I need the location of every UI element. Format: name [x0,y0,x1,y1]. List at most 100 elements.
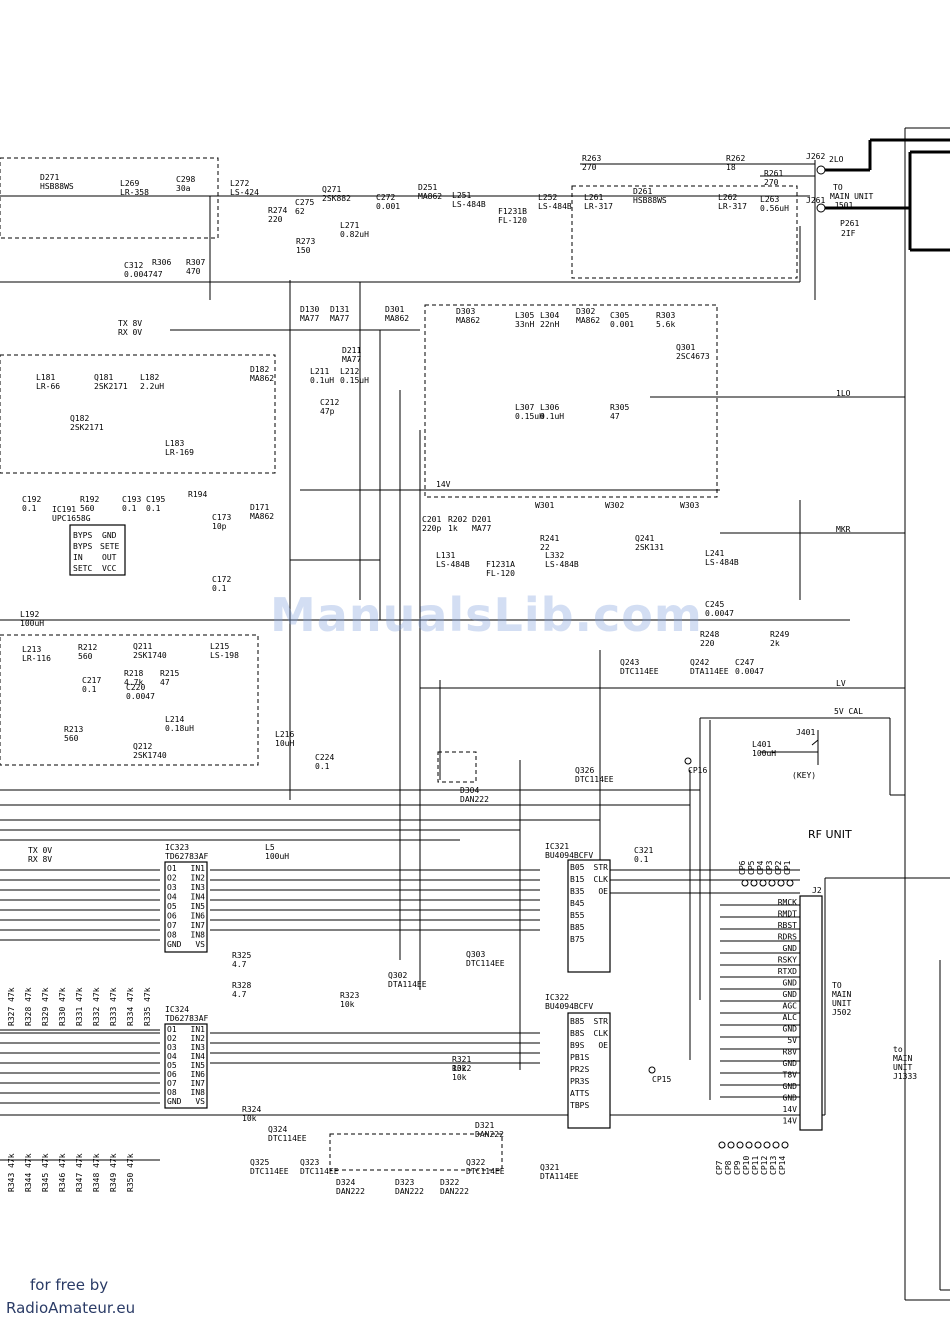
resistor-label: R349 47k [109,1153,118,1192]
component-ref: D130 [300,305,319,314]
component-ref: L262 [718,193,737,202]
svg-text:VCC: VCC [102,564,117,573]
component-value: DAN222 [336,1187,365,1196]
component-value: 47 [160,678,170,687]
component-ref: D251 [418,183,437,192]
test-point-label: CP9 [733,1160,742,1175]
component-ref: D302 [576,307,595,316]
ic321-pins-pin-in: B55 [570,911,585,920]
component-ref: L182 [140,373,159,382]
svg-text:TD62783AF: TD62783AF [165,1014,209,1023]
j2-pin-label: 14V [783,1105,798,1114]
component-ref: R262 [726,154,745,163]
component-ref: L269 [120,179,139,188]
resistor-label: R334 47k [126,987,135,1026]
component-ref: R248 [700,630,719,639]
component-ref: C201 [422,515,441,524]
component-ref: Q181 [94,373,113,382]
component-value: LS-484B [452,200,486,209]
component-value: 0.18uH [165,724,194,733]
j2-pin-label: T8V [783,1071,798,1080]
component-value: LR-169 [165,448,194,457]
svg-text:LV: LV [836,679,846,688]
component-ref: L211 [310,367,329,376]
component-ref: R218 [124,669,143,678]
component-value: 18 [726,163,736,172]
component-value: 0.0047 [126,692,155,701]
component-ref: Q323 [300,1158,319,1167]
test-point-label: CP1 [783,860,792,875]
resistor-label: R332 47k [92,987,101,1026]
svg-text:2LO: 2LO [829,155,844,164]
component-ref: Q212 [133,742,152,751]
svg-text:GND: GND [102,531,117,540]
j2-pin-label: GND [783,1094,798,1103]
ic323-pins-pin-out: IN3 [191,883,206,892]
component-ref: R212 [78,643,97,652]
ic324-pins-pin-out: IN3 [191,1043,206,1052]
component-value: 0.001 [610,320,634,329]
ic324-pins-pin-out: IN5 [191,1061,206,1070]
component-value: MA77 [472,524,491,533]
component-value: MA862 [250,512,274,521]
component-value: LS-484B [545,560,579,569]
svg-text:J262: J262 [806,152,825,161]
svg-text:J502: J502 [832,1008,851,1017]
ic322-pins-pin-in: B9S [570,1041,585,1050]
component-value: 100uH [20,619,44,628]
test-point-label: CP12 [760,1156,769,1175]
component-ref: L305 [515,311,534,320]
resistor-label: R331 47k [75,987,84,1026]
component-value: HSB88WS [40,182,74,191]
svg-text:P261: P261 [840,219,859,228]
svg-text:TX 8V: TX 8V [118,319,142,328]
resistor-label: R350 47k [126,1153,135,1192]
component-ref: R215 [160,669,179,678]
component-ref: C275 [295,198,314,207]
component-ref: L332 [545,551,564,560]
j2-pin-label: GND [783,990,798,999]
ic323-pins-pin-out: IN8 [191,931,206,940]
ic322-pins-pin-in: ATTS [570,1089,589,1098]
component-ref: L183 [165,439,184,448]
component-value: 5.6k [656,320,675,329]
component-ref: D303 [456,307,475,316]
component-value: 2k [770,639,780,648]
component-ref: C245 [705,600,724,609]
svg-text:IC323: IC323 [165,843,189,852]
j2-pin-label: 5V [787,1036,797,1045]
component-value: 4.7 [232,960,247,969]
ic322-pins-pin-in: PR3S [570,1077,589,1086]
ic324-pins-pin-out: IN8 [191,1088,206,1097]
component-value: 560 [78,652,93,661]
component-ref: L306 [540,403,559,412]
resistor-label: R329 47k [41,987,50,1026]
component-ref: R202 [448,515,467,524]
svg-text:MKR: MKR [836,525,851,534]
component-value: MA862 [576,316,600,325]
resistor-label: R347 47k [75,1153,84,1192]
component-ref: C172 [212,575,231,584]
svg-text:IC321: IC321 [545,842,569,851]
resistor-label: R344 47k [24,1153,33,1192]
ic323-pins-pin-out: IN4 [191,893,206,902]
component-value: 100uH [752,749,776,758]
component-ref: W302 [605,501,624,510]
test-point-icon [759,879,767,887]
component-value: 0.1uH [540,412,564,421]
component-value: 2SK2171 [70,423,104,432]
j2-pin-label: RTXD [778,967,797,976]
component-value: LS-198 [210,651,239,660]
component-ref: D301 [385,305,404,314]
component-value: DTA114EE [540,1172,579,1181]
test-point-icon [684,757,692,765]
test-point-icon [648,1066,656,1074]
test-point-label: CP16 [688,766,707,775]
component-value: DTC114EE [575,775,614,784]
svg-text:J501: J501 [834,201,853,210]
component-ref: L216 [275,730,294,739]
component-ref: L215 [210,642,229,651]
ic324-pins-pin-in: O3 [167,1043,177,1052]
component-ref: Q302 [388,971,407,980]
component-ref: L214 [165,715,184,724]
